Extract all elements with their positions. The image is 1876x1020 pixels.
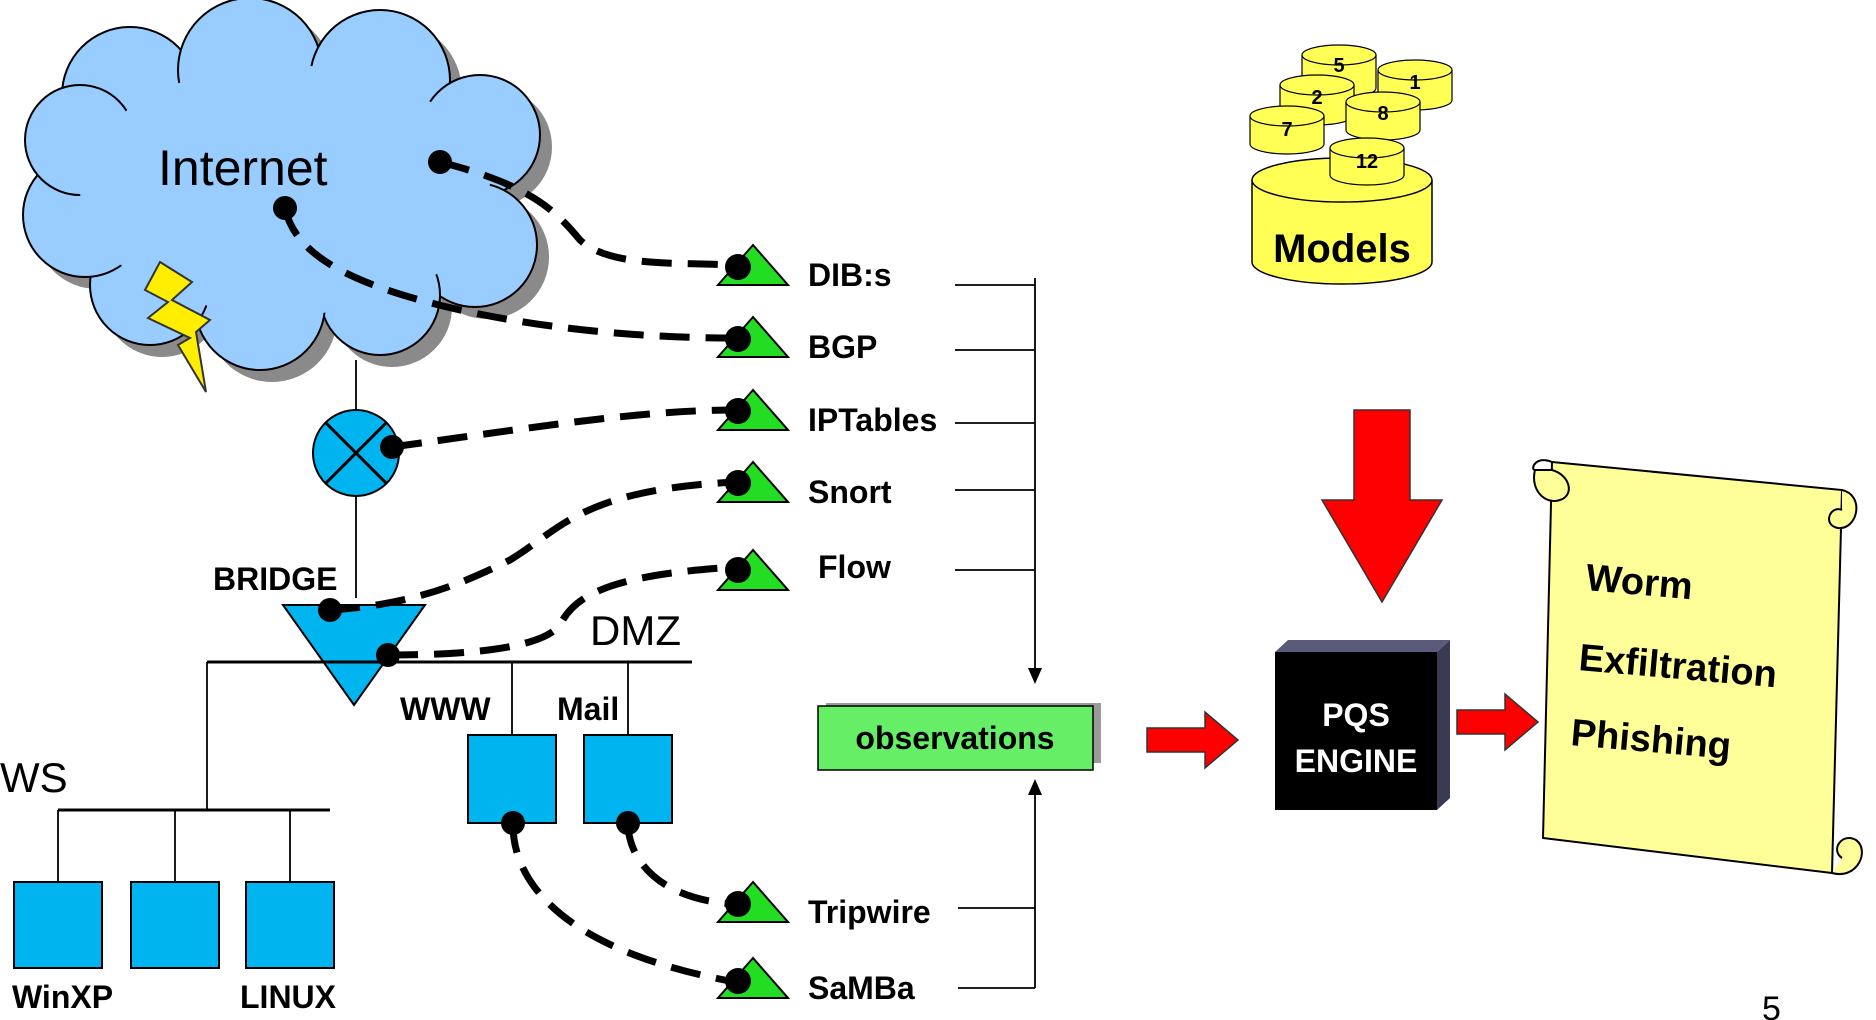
model-id: 2 xyxy=(1311,87,1322,109)
connector-dot xyxy=(616,811,640,835)
models-label: Models xyxy=(1273,227,1411,271)
sensor-samba: SaMBa xyxy=(715,956,915,1006)
collector-lines xyxy=(955,278,1036,989)
dmz-label: DMZ xyxy=(590,607,681,654)
sensor-label-snort: Snort xyxy=(808,474,892,510)
sensor-snort: Snort xyxy=(715,460,892,510)
model-id: 1 xyxy=(1409,72,1420,94)
mail-server-icon xyxy=(583,734,673,824)
sensor-flow: Flow xyxy=(715,548,891,591)
lightning-icon xyxy=(143,260,212,393)
sensor-dib: DIB:s xyxy=(715,243,892,293)
sensor-label-flow: Flow xyxy=(818,549,891,585)
sensor-bgp: BGP xyxy=(715,315,877,365)
model-id: 12 xyxy=(1356,151,1378,173)
sensor-iptables: IPTables xyxy=(715,388,937,438)
result-item: Worm xyxy=(1584,557,1694,608)
connector-dot xyxy=(501,811,525,835)
dib-link-line xyxy=(439,158,736,269)
connector-dot xyxy=(428,150,452,174)
engine-label-line1: PQS xyxy=(1322,697,1390,733)
winxp-host-icon xyxy=(13,881,103,969)
ws-label: WS xyxy=(0,754,68,801)
model-id: 5 xyxy=(1333,55,1344,77)
www-server-icon xyxy=(467,734,557,824)
internet-label: Internet xyxy=(158,140,328,196)
iptables-link-line xyxy=(391,406,736,451)
arrow-right-icon xyxy=(1456,692,1540,752)
www-label: WWW xyxy=(400,691,491,727)
models-database-icon: Models 5 1 2 8 7 12 xyxy=(1249,44,1453,285)
internet-cloud: Internet xyxy=(22,0,552,382)
linux-label: LINUX xyxy=(240,979,337,1015)
sensor-label-bgp: BGP xyxy=(808,329,877,365)
snort-link-line xyxy=(329,478,736,614)
mail-label: Mail xyxy=(557,691,619,727)
tripwire-link-line xyxy=(624,822,736,908)
observations-label: observations xyxy=(855,720,1054,756)
sensor-label-tripwire: Tripwire xyxy=(808,894,931,930)
sensor-label-iptables: IPTables xyxy=(808,402,937,438)
connector-dot xyxy=(273,196,297,220)
pqs-engine-box: PQS ENGINE xyxy=(1275,640,1450,810)
arrow-right-icon xyxy=(1146,710,1240,770)
model-id: 7 xyxy=(1281,119,1292,141)
model-id: 8 xyxy=(1377,103,1388,125)
engine-label-line2: ENGINE xyxy=(1295,743,1418,779)
arrowhead-down-icon xyxy=(1028,668,1042,684)
arrowhead-up-icon xyxy=(1028,779,1042,795)
results-scroll: Worm Exfiltration Phishing xyxy=(1532,459,1863,876)
connector-dot xyxy=(318,598,342,622)
connector-dot xyxy=(380,435,404,459)
samba-link-line xyxy=(509,822,736,986)
winxp-label: WinXP xyxy=(12,979,113,1015)
connector-dot xyxy=(376,643,400,667)
router-icon xyxy=(312,409,400,497)
observations-box: observations xyxy=(817,703,1101,771)
workstation-host-icon xyxy=(130,881,220,969)
sensor-label-samba: SaMBa xyxy=(808,970,915,1006)
arrow-down-icon xyxy=(1320,409,1444,604)
sensor-tripwire: Tripwire xyxy=(715,880,931,930)
sensor-label-dib: DIB:s xyxy=(808,257,892,293)
linux-host-icon xyxy=(245,881,335,969)
bridge-label: BRIDGE xyxy=(213,561,337,597)
flow-link-line xyxy=(387,563,736,659)
page-number: 5 xyxy=(1762,990,1781,1020)
bgp-link-line xyxy=(281,207,736,342)
